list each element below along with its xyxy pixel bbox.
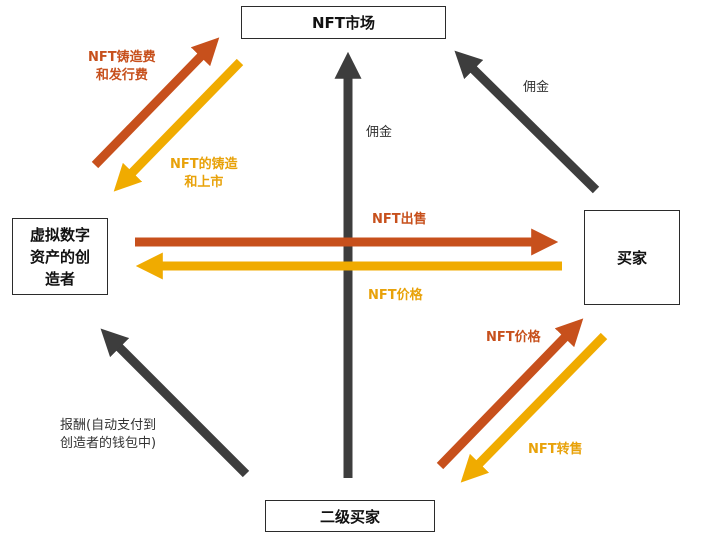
label-mint-fee-line-1: NFT铸造费 <box>88 50 156 65</box>
arrow-royalty <box>100 328 250 478</box>
arrow-minting-listing <box>113 58 244 192</box>
node-secondary-buyer: 二级买家 <box>265 500 435 532</box>
label-nft-price-center: NFT价格 <box>368 288 423 303</box>
label-minting-line-1: NFT的铸造 <box>170 157 238 172</box>
arrow-nft-resale <box>460 332 608 483</box>
node-creator-line-2: 资产的创 <box>29 247 90 266</box>
node-creator: 虚拟数字 资产的创 造者 <box>12 218 108 295</box>
label-nft-resale: NFT转售 <box>528 442 583 457</box>
node-nft-market: NFT市场 <box>241 6 446 39</box>
label-royalty-line-2: 创造者的钱包中) <box>60 436 157 451</box>
label-mint-fee: NFT铸造费 和发行费 <box>88 49 156 85</box>
node-buyer: 买家 <box>584 210 680 305</box>
label-nft-price-secondary: NFT价格 <box>486 330 541 345</box>
node-secondary-buyer-label: 二级买家 <box>319 507 380 526</box>
arrow-commission-right <box>454 50 600 194</box>
node-creator-line-3: 造者 <box>44 269 75 288</box>
label-commission-right: 佣金 <box>523 80 550 95</box>
node-creator-line-1: 虚拟数字 <box>29 225 90 244</box>
node-creator-label: 虚拟数字 资产的创 造者 <box>30 224 90 290</box>
arrow-nft-price-secondary <box>436 318 584 470</box>
node-nft-market-label: NFT市场 <box>311 14 376 32</box>
arrow-mint-fee <box>91 37 220 169</box>
label-commission-center: 佣金 <box>366 125 393 140</box>
node-buyer-label: 买家 <box>616 249 647 267</box>
label-nft-sale: NFT出售 <box>372 212 427 227</box>
label-minting-listing: NFT的铸造 和上市 <box>170 156 238 192</box>
label-royalty: 报酬(自动支付到 创造者的钱包中) <box>60 417 156 453</box>
label-minting-line-2: 和上市 <box>184 175 224 190</box>
label-mint-fee-line-2: 和发行费 <box>95 68 148 83</box>
label-royalty-line-1: 报酬(自动支付到 <box>60 418 157 433</box>
